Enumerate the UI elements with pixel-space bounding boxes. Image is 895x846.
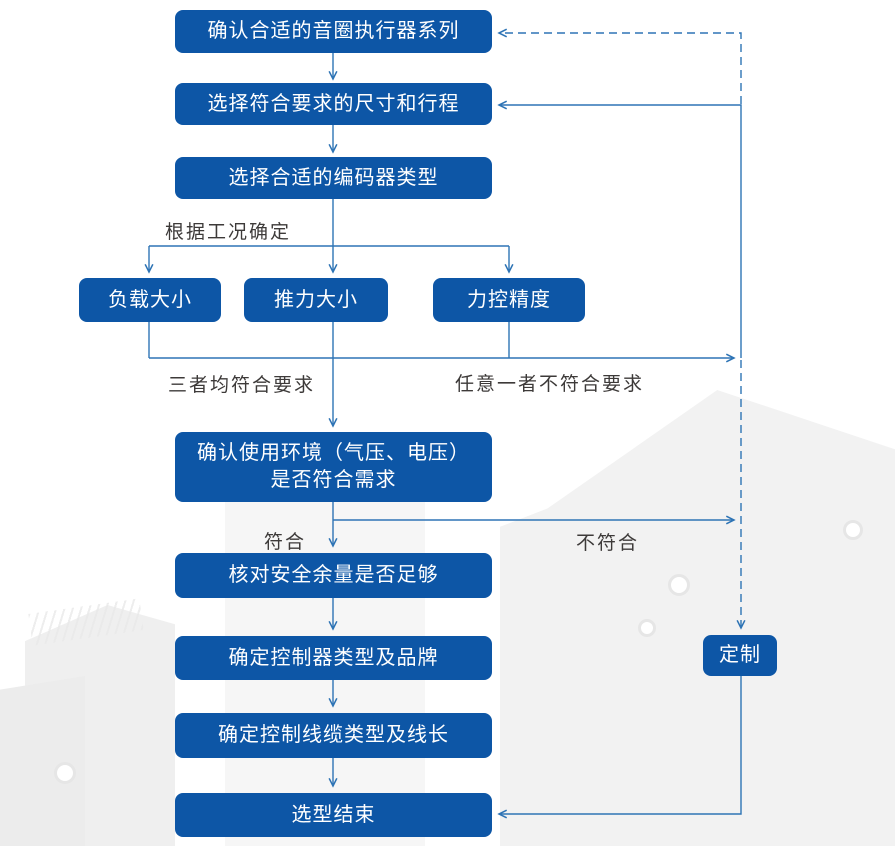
node-load-size: 负载大小 [79, 278, 221, 322]
node-label: 定制 [719, 644, 761, 666]
node-determine-controller: 确定控制器类型及品牌 [175, 636, 492, 680]
node-label: 确定控制线缆类型及线长 [218, 724, 449, 746]
node-select-size-stroke: 选择符合要求的尺寸和行程 [175, 83, 492, 125]
background-screwhole-icon [668, 574, 690, 596]
node-label-line2: 是否符合需求 [270, 469, 397, 491]
node-label: 确定控制器类型及品牌 [228, 646, 439, 669]
background-screwhole-icon [54, 762, 76, 784]
node-label: 核对安全余量是否足够 [228, 564, 439, 586]
node-thrust-size: 推力大小 [244, 278, 388, 322]
node-label: 确认合适的音圈执行器系列 [207, 20, 460, 42]
edge-label-all-three-pass: 三者均符合要求 [168, 375, 316, 396]
node-check-safety-margin: 核对安全余量是否足够 [175, 553, 492, 598]
background-product-silhouette [0, 676, 85, 846]
background-screwhole-icon [843, 520, 863, 540]
edge-label-by-working-condition: 根据工况确定 [165, 222, 292, 243]
arrow-return-to-size [499, 105, 742, 358]
node-determine-cable: 确定控制线缆类型及线长 [175, 713, 492, 758]
node-confirm-actuator-series: 确认合适的音圈执行器系列 [175, 10, 492, 53]
node-customization: 定制 [703, 635, 777, 676]
node-select-encoder-type: 选择合适的编码器类型 [175, 157, 492, 199]
background-screwhole-icon [638, 619, 656, 637]
edge-label-env-pass: 符合 [264, 532, 307, 553]
node-force-control-accuracy: 力控精度 [433, 278, 585, 322]
node-label: 推力大小 [274, 288, 358, 311]
edge-label-any-one-fails: 任意一者不符合要求 [455, 374, 645, 395]
node-selection-finished: 选型结束 [175, 793, 492, 837]
edge-label-env-fail: 不符合 [576, 533, 640, 554]
node-confirm-environment: 确认使用环境（气压、电压） 是否符合需求 [175, 432, 492, 502]
node-label: 负载大小 [108, 288, 192, 311]
node-label: 力控精度 [467, 288, 551, 311]
node-label: 选型结束 [291, 803, 376, 826]
node-label: 选择符合要求的尺寸和行程 [207, 92, 460, 115]
node-label: 选择合适的编码器类型 [228, 166, 439, 189]
node-label-line1: 确认使用环境（气压、电压） [197, 442, 470, 464]
dashed-arrow-return-to-series [499, 33, 742, 104]
arrow-custom-to-finish [499, 676, 742, 814]
